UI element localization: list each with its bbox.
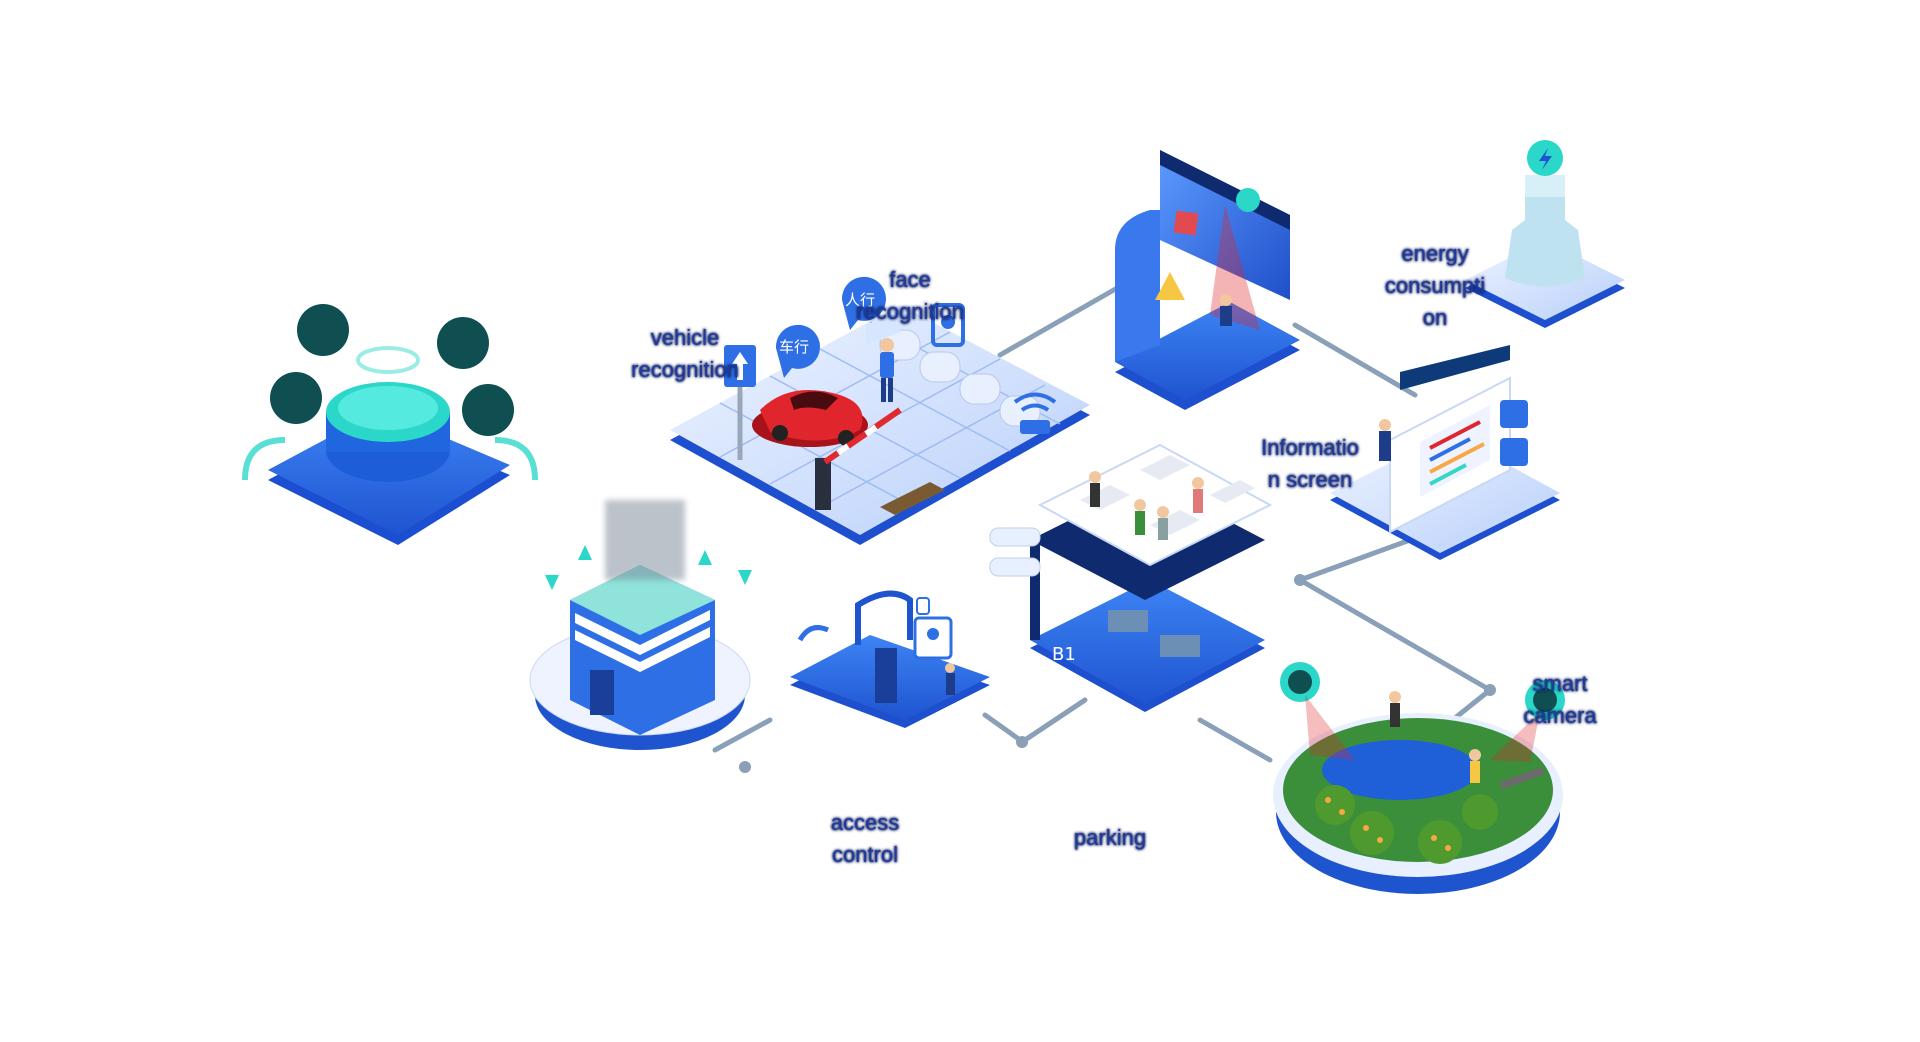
- camera-icon: [1280, 662, 1355, 760]
- person-icon: [1089, 471, 1204, 540]
- park-pond-icon: [1273, 691, 1563, 894]
- barrier-gate-icon: 车行 人行: [670, 276, 1090, 545]
- server-dome-icon: [242, 304, 538, 545]
- elevator-building-icon: [529, 500, 752, 750]
- svg-text:B1: B1: [1052, 644, 1076, 665]
- dashboard-panel-icon: [1330, 345, 1560, 560]
- energy-tower-icon: [1465, 140, 1625, 328]
- access-gate-icon: [790, 312, 990, 728]
- svg-text:车行: 车行: [779, 338, 809, 356]
- vehicle-lane-bubble: 车行: [775, 324, 820, 378]
- car-icon: [752, 390, 868, 447]
- svg-text:人行: 人行: [845, 291, 875, 309]
- label-parking: parking: [1073, 825, 1147, 850]
- connector-nodes: [739, 574, 1496, 773]
- info-screen-icon: [1115, 150, 1300, 410]
- camera-icon: [1490, 680, 1565, 762]
- pedestrian-lane-bubble: 人行: [841, 276, 886, 330]
- parking-garage-icon: B1: [989, 443, 1273, 712]
- turnstile-icon: [879, 329, 1041, 427]
